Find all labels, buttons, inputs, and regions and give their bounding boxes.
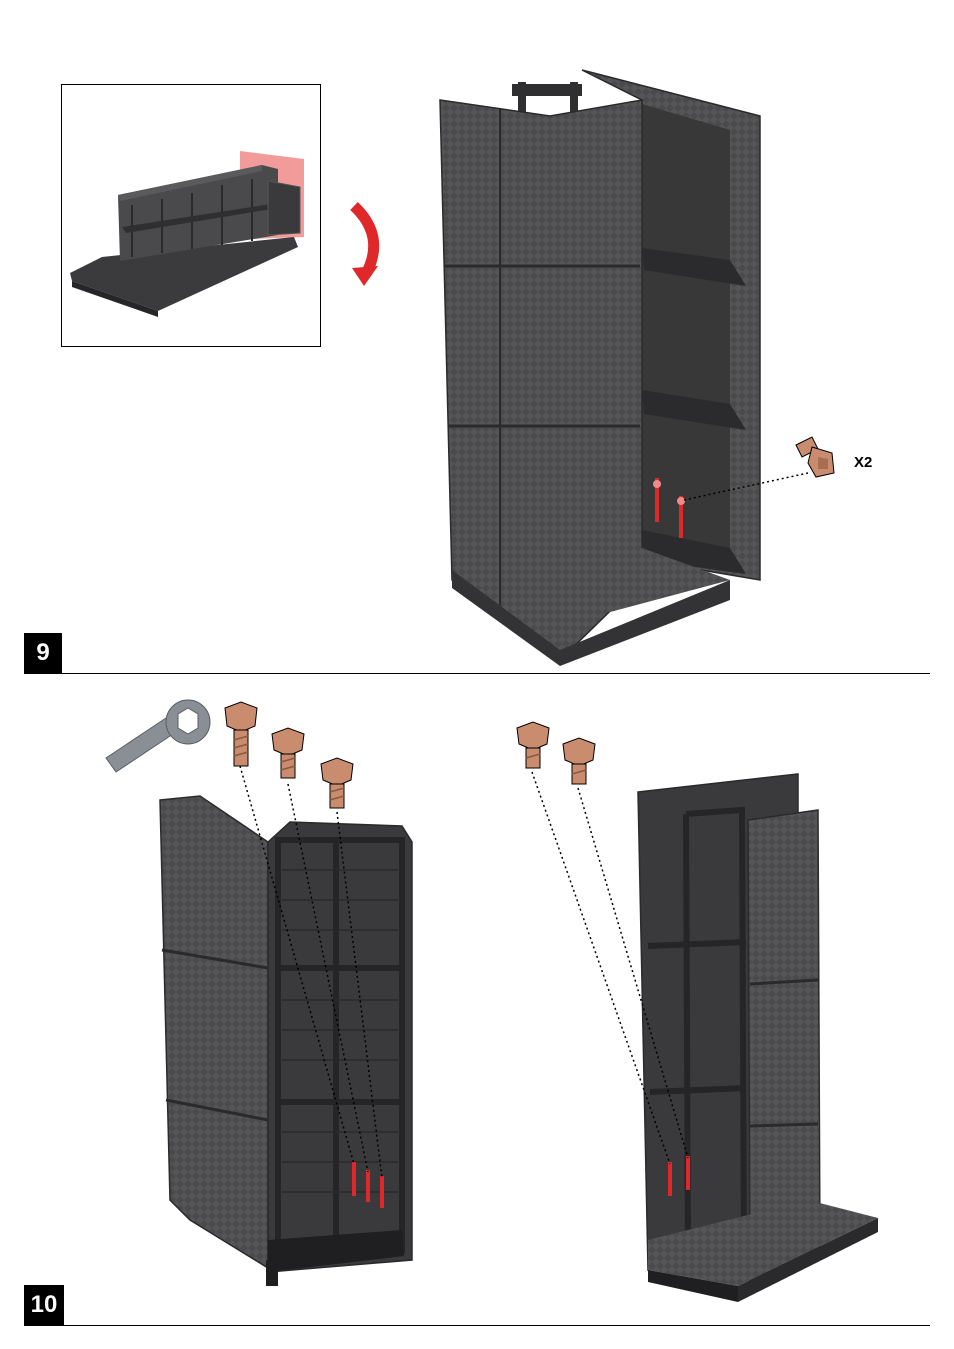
step-10-left-cabinet-illustration (140, 760, 500, 1280)
step-10-number-badge: 10 (24, 1285, 64, 1325)
screw-icon (559, 736, 599, 788)
screw-icon (513, 720, 553, 772)
step-10-divider (24, 1325, 930, 1326)
step-9-inset-panel (61, 84, 321, 347)
step-9-cabinet-illustration (430, 60, 770, 660)
step-9-divider (24, 673, 930, 674)
screw-quantity-label: X2 (854, 454, 872, 471)
inset-rotated-part-illustration (62, 85, 320, 346)
curved-arrow-icon (344, 196, 394, 286)
step-10-right-cabinet-illustration (628, 770, 888, 1330)
step-9-number-badge: 9 (24, 633, 62, 673)
screw-icon (794, 435, 838, 479)
